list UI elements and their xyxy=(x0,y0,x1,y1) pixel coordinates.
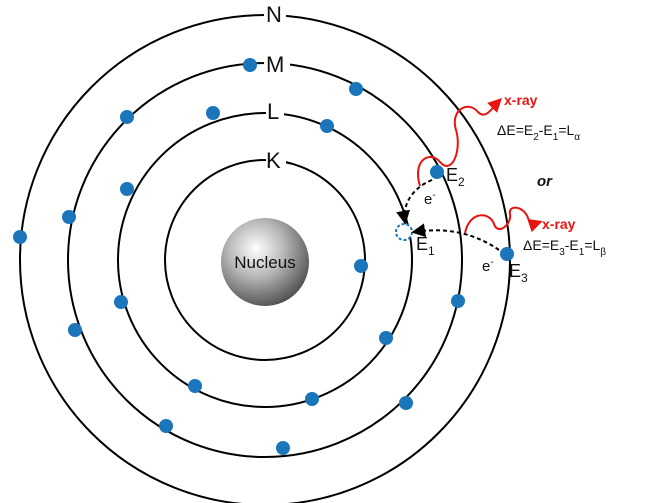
electron xyxy=(188,379,202,393)
shell-label-bg-k xyxy=(266,148,286,170)
shell-l xyxy=(117,112,413,408)
nucleus-label: Nucleus xyxy=(234,253,295,272)
electron-e2 xyxy=(430,165,444,179)
electron xyxy=(62,210,76,224)
electron xyxy=(114,295,128,309)
nucleus xyxy=(221,218,309,306)
energy-label-e2: E2 xyxy=(446,165,465,189)
electron xyxy=(159,419,173,433)
equation-beta: ΔE=E3-E1=Lβ xyxy=(523,237,606,258)
electron xyxy=(13,230,27,244)
electron xyxy=(120,110,134,124)
electrons xyxy=(13,58,514,455)
shell-label-m: M xyxy=(266,52,284,77)
or-label: or xyxy=(537,173,553,190)
electron xyxy=(206,106,220,120)
electron xyxy=(379,331,393,345)
electron xyxy=(354,259,368,273)
electron-e3 xyxy=(500,247,514,261)
electron xyxy=(276,441,290,455)
vacancy-e1 xyxy=(395,223,413,241)
shell-label-k: K xyxy=(266,148,281,173)
xray-arrow-lower xyxy=(464,206,543,234)
shell-k xyxy=(164,159,366,361)
energy-label-e3: E3 xyxy=(509,261,528,285)
xray-arrow-upper xyxy=(417,98,502,187)
shell-label-bg-m xyxy=(264,52,290,74)
shell-label-l: L xyxy=(267,99,279,124)
electron xyxy=(399,396,413,410)
electron xyxy=(349,82,363,96)
electron xyxy=(68,323,82,337)
electron xyxy=(451,294,465,308)
energy-label-e1: E1 xyxy=(416,234,435,258)
electron xyxy=(320,119,334,133)
shell-label-bg-l xyxy=(266,100,284,122)
xray-label-upper: x-ray xyxy=(504,92,538,108)
electron xyxy=(243,58,257,72)
shell-label-bg-n xyxy=(264,2,286,26)
electron-label-upper: e- xyxy=(424,190,436,208)
transition-arrow-e2 xyxy=(396,179,433,225)
electron-label-lower: e- xyxy=(482,257,494,275)
electron xyxy=(305,392,319,406)
shell-label-n: N xyxy=(266,2,282,27)
xray-label-lower: x-ray xyxy=(542,216,576,232)
transition-arrow-e3 xyxy=(411,223,500,251)
electron xyxy=(120,182,134,196)
equation-alpha: ΔE=E2-E1=Lα xyxy=(497,122,580,143)
